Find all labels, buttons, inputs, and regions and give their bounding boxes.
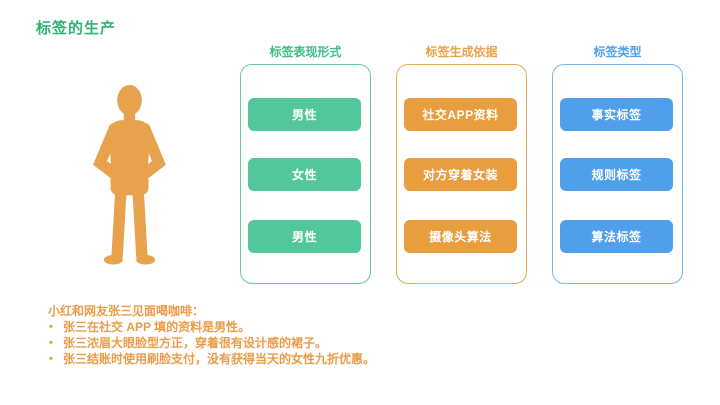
notes-list: 张三在社交 APP 填的资料是男性。 张三浓眉大眼脸型方正，穿着很有设计感的裙子… bbox=[48, 319, 608, 367]
column-generation-basis: 标签生成依据 社交APP资料 对方穿着女装 摄像头算法 bbox=[396, 44, 527, 284]
tag-item: 对方穿着女装 bbox=[404, 158, 517, 191]
column-header-tag-type: 标签类型 bbox=[593, 45, 642, 59]
person-silhouette-icon bbox=[93, 85, 166, 265]
column-header-generation-basis: 标签生成依据 bbox=[425, 45, 498, 59]
tag-item: 算法标签 bbox=[560, 220, 673, 253]
tag-item: 女性 bbox=[248, 158, 361, 191]
note-bullet: 张三浓眉大眼脸型方正，穿着很有设计感的裙子。 bbox=[48, 335, 608, 351]
column-header-representation: 标签表现形式 bbox=[269, 45, 342, 59]
column-container-representation: 男性 女性 男性 bbox=[240, 64, 371, 284]
note-bullet: 张三在社交 APP 填的资料是男性。 bbox=[48, 319, 608, 335]
note-bullet: 张三结账时使用刷脸支付，没有获得当天的女性九折优惠。 bbox=[48, 351, 608, 367]
page-title: 标签的生产 bbox=[36, 20, 117, 37]
tag-item: 事实标签 bbox=[560, 98, 673, 131]
notes-intro: 小红和网友张三见面喝咖啡： bbox=[48, 304, 205, 318]
tag-item: 男性 bbox=[248, 98, 361, 131]
tag-item: 男性 bbox=[248, 220, 361, 253]
notes-block: 小红和网友张三见面喝咖啡： 张三在社交 APP 填的资料是男性。 张三浓眉大眼脸… bbox=[48, 303, 608, 367]
column-representation: 标签表现形式 男性 女性 男性 bbox=[240, 44, 371, 284]
column-container-generation-basis: 社交APP资料 对方穿着女装 摄像头算法 bbox=[396, 64, 527, 284]
tag-item: 规则标签 bbox=[560, 158, 673, 191]
tag-item: 摄像头算法 bbox=[404, 220, 517, 253]
column-container-tag-type: 事实标签 规则标签 算法标签 bbox=[552, 64, 683, 284]
tag-item: 社交APP资料 bbox=[404, 98, 517, 131]
column-tag-type: 标签类型 事实标签 规则标签 算法标签 bbox=[552, 44, 683, 284]
